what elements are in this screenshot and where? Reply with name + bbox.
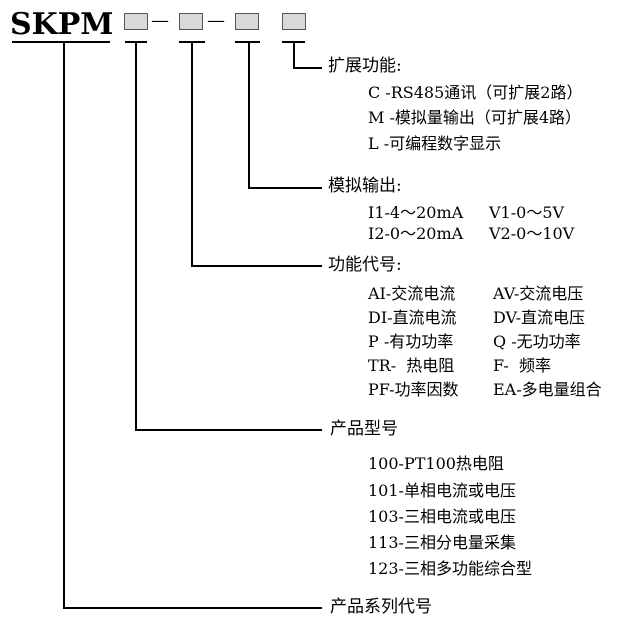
- analog-item: I2-0～20mA: [368, 224, 464, 243]
- product-connector-down: [135, 42, 322, 431]
- product-item: 123-三相多功能综合型: [368, 559, 532, 578]
- extension-box: [282, 13, 306, 30]
- function-item: F- 频率: [493, 356, 551, 375]
- function-item: TR- 热电阻: [368, 356, 455, 375]
- function-item: AV-交流电压: [493, 284, 584, 303]
- extension-item: L -可编程数字显示: [368, 134, 502, 153]
- series-label: 产品系列代号: [330, 597, 432, 617]
- extension-connector-down: [293, 42, 322, 69]
- analog-connector-down: [248, 42, 322, 189]
- model-code: SKPM: [10, 7, 114, 42]
- analog-item: V2-0～10V: [489, 224, 575, 243]
- analog-label: 模拟输出:: [328, 176, 402, 196]
- function-item: DI-直流电流: [368, 308, 457, 327]
- product-label: 产品型号: [330, 419, 398, 439]
- analog-item: I1-4～20mA: [368, 203, 464, 222]
- series-connector-down: [63, 42, 322, 609]
- product-item: 103-三相电流或电压: [368, 507, 516, 526]
- separator-2: —: [207, 10, 225, 31]
- analog-item: V1-0～5V: [489, 203, 565, 222]
- extension-label: 扩展功能:: [328, 56, 402, 76]
- extension-item: M -模拟量输出（可扩展4路）: [368, 108, 582, 127]
- function-item: Q -无功功率: [493, 332, 581, 351]
- product-item: 113-三相分电量采集: [368, 533, 516, 552]
- function-code-box: [179, 13, 203, 30]
- function-item: P -有功功率: [368, 332, 454, 351]
- function-item: DV-直流电压: [493, 308, 586, 327]
- function-connector-down: [191, 42, 322, 267]
- product-item: 101-单相电流或电压: [368, 481, 516, 500]
- analog-output-box: [235, 13, 259, 30]
- product-type-box: [124, 13, 148, 30]
- function-item: EA-多电量组合: [493, 380, 602, 399]
- separator-1: —: [151, 10, 169, 31]
- product-item: 100-PT100热电阻: [368, 454, 504, 473]
- function-item: AI-交流电流: [368, 284, 456, 303]
- extension-item: C -RS485通讯（可扩展2路）: [368, 83, 583, 102]
- function-item: PF-功率因数: [368, 380, 459, 399]
- function-label: 功能代号:: [328, 255, 402, 275]
